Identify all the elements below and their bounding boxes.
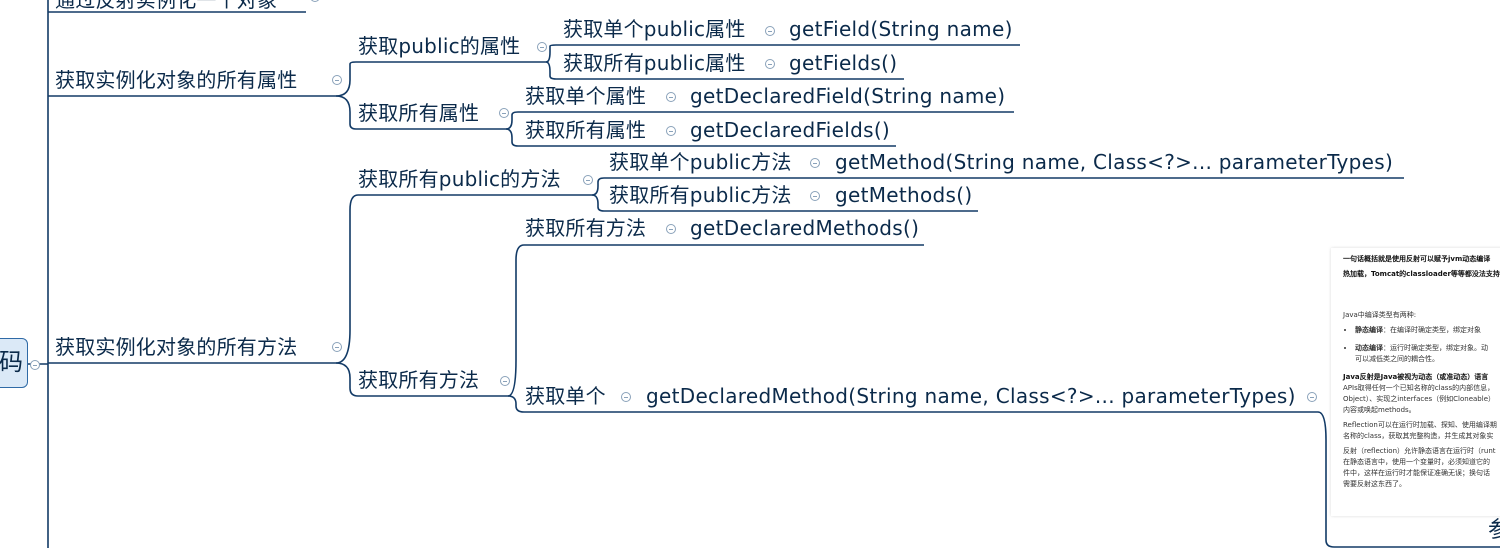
collapse-icon[interactable] [537,42,547,52]
collapse-icon[interactable] [1307,392,1317,402]
doc-bullet-text: ：在编译时确定类型，绑定对象 [1383,326,1481,334]
collapse-icon[interactable] [666,92,676,102]
node-single[interactable]: 获取单个 [525,384,606,408]
node-single-public-method[interactable]: 获取单个public方法 [609,150,792,174]
doc-bullet-text: 可以减低类之间的耦合性。 [1355,355,1439,363]
collapse-icon[interactable] [621,392,631,402]
node-get-field[interactable]: getField(String name) [789,17,1013,41]
doc-line: 件中，这样在运行时才能保证准确无误；换句话 [1343,469,1490,477]
doc-line: 一句话概括就是使用反射可以赋予jvm动态编译 [1343,255,1491,263]
doc-bullet: 静态编译：在编译时确定类型，绑定对象 [1355,325,1500,336]
doc-bullet-text: ：运行时确定类型，绑定对象。动 [1383,344,1488,352]
root-node[interactable]: 码 [0,338,28,388]
node-all-methods[interactable]: 获取实例化对象的所有方法 [55,335,298,359]
node-get-method[interactable]: getMethod(String name, Class<?>... param… [835,150,1394,174]
collapse-icon[interactable] [810,158,820,168]
node-declared-methods-group[interactable]: 获取所有方法 [358,368,480,392]
node-reflect-instance[interactable]: 通过反射实例化一个对象 [55,0,278,12]
node-single-field[interactable]: 获取单个属性 [525,84,647,108]
collapse-icon[interactable] [30,360,40,370]
node-public-methods[interactable]: 获取所有public的方法 [358,167,561,191]
collapse-icon[interactable] [332,75,342,85]
node-get-declared-methods[interactable]: getDeclaredMethods() [690,216,920,240]
doc-line: APIs取得任何一个已知名称的class的内部信息， [1343,384,1495,392]
doc-line: Java反射是Java被视为动态（或准动态）语言 [1343,373,1489,381]
collapse-icon[interactable] [583,175,593,185]
node-all-methods-leaf[interactable]: 获取所有方法 [525,216,647,240]
doc-line: Reflection可以在运行时加载、探知、使用编译期 [1343,421,1497,429]
doc-line: 反射（reflection）允许静态语言在运行时（runt [1343,447,1496,455]
root-label: 码 [0,348,23,376]
collapse-icon[interactable] [765,59,775,69]
node-all-fields-leaf[interactable]: 获取所有属性 [525,118,647,142]
doc-bullet-label: 静态编译 [1355,326,1383,334]
collapse-icon[interactable] [499,108,509,118]
node-single-public-field[interactable]: 获取单个public属性 [563,17,746,41]
node-get-methods[interactable]: getMethods() [835,183,973,207]
node-all-public-fields[interactable]: 获取所有public属性 [563,51,746,75]
collapse-icon[interactable] [666,126,676,136]
collapse-icon[interactable] [666,224,676,234]
node-reference[interactable]: 参 [1488,518,1500,543]
collapse-icon[interactable] [500,376,510,386]
node-all-public-methods[interactable]: 获取所有public方法 [609,183,792,207]
collapse-icon[interactable] [332,342,342,352]
doc-line: 内容或唤起methods。 [1343,406,1416,414]
node-get-fields[interactable]: getFields() [789,51,898,75]
note-document-image: 一句话概括就是使用反射可以赋予jvm动态编译 热加载，Tomcat的classl… [1331,248,1500,516]
doc-line: Java中编译类型有两种: [1343,311,1417,319]
node-declared-fields-group[interactable]: 获取所有属性 [358,101,480,125]
collapse-icon[interactable] [810,191,820,201]
node-public-fields[interactable]: 获取public的属性 [358,34,521,58]
node-get-declared-method[interactable]: getDeclaredMethod(String name, Class<?>.… [646,384,1296,408]
node-all-fields[interactable]: 获取实例化对象的所有属性 [55,68,298,92]
doc-line: 在静态语言中，使用一个变量时，必须知道它的 [1343,458,1490,466]
node-get-declared-field[interactable]: getDeclaredField(String name) [690,84,1006,108]
doc-line: 热加载，Tomcat的classloader等等都没法支持 [1343,270,1500,278]
collapse-icon[interactable] [765,26,775,36]
doc-line: 名称的class，获取其完整构造，并生成其对象实 [1343,432,1494,440]
doc-bullet-label: 动态编译 [1355,344,1383,352]
doc-line: 需要反射这东西了。 [1343,480,1406,488]
node-get-declared-fields[interactable]: getDeclaredFields() [690,118,891,142]
doc-line: Object）、实现之interfaces（例如Cloneable） [1343,395,1496,403]
